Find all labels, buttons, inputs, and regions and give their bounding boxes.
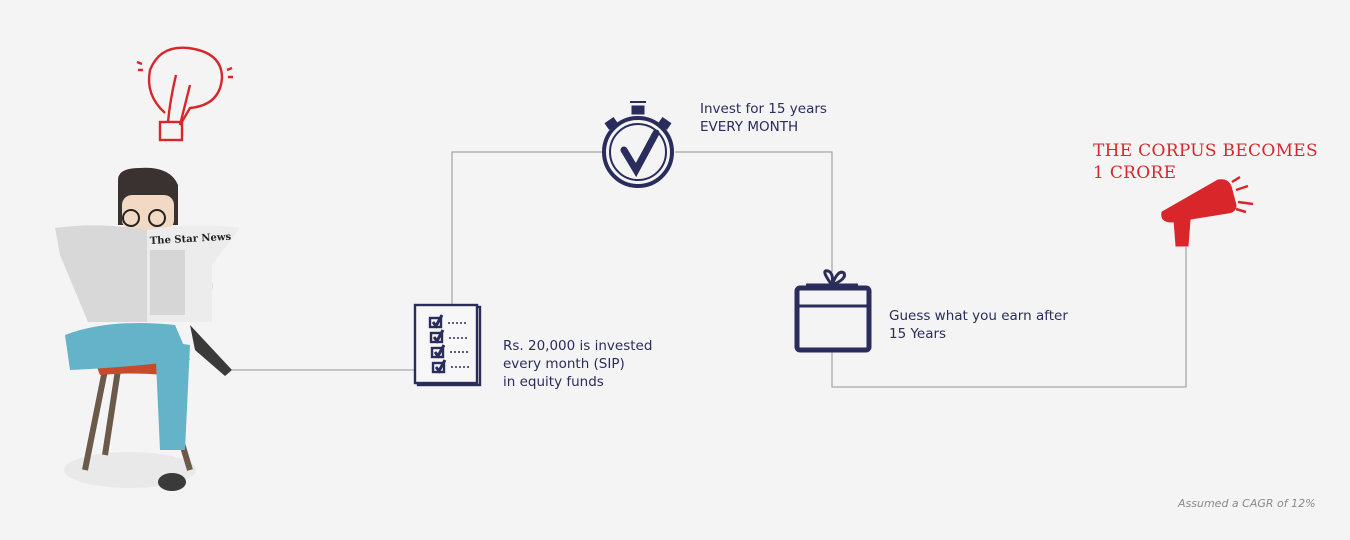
earn-line1: Guess what you earn after	[889, 308, 1068, 324]
result-line2: 1 CRORE	[1093, 163, 1177, 183]
result-heading: THE CORPUS BECOMES 1 CRORE	[1093, 140, 1318, 184]
invest-line3: in equity funds	[503, 374, 604, 390]
stopwatch-icon	[602, 101, 674, 188]
light-bulb-icon	[136, 46, 233, 142]
invest-step-text: Rs. 20,000 is invested every month (SIP)…	[503, 337, 652, 391]
connector-lines	[232, 151, 1187, 388]
gift-box-icon	[794, 269, 872, 353]
earn-line2: 15 Years	[889, 326, 947, 342]
cagr-footnote: Assumed a CAGR of 12%	[1178, 497, 1316, 510]
man-reading-newspaper-illustration	[55, 167, 240, 491]
newspaper-title: The Star News	[150, 232, 232, 247]
duration-line2: EVERY MONTH	[700, 119, 799, 135]
duration-line1: Invest for 15 years	[700, 101, 827, 117]
result-line1: THE CORPUS BECOMES	[1093, 141, 1318, 161]
invest-line1: Rs. 20,000 is invested	[503, 338, 653, 354]
invest-line2: every month (SIP)	[503, 356, 625, 372]
megaphone-icon	[1161, 175, 1254, 247]
checklist-icon	[413, 303, 482, 387]
duration-step-text: Invest for 15 years EVERY MONTH	[700, 100, 827, 136]
earn-step-text: Guess what you earn after 15 Years	[889, 307, 1068, 343]
